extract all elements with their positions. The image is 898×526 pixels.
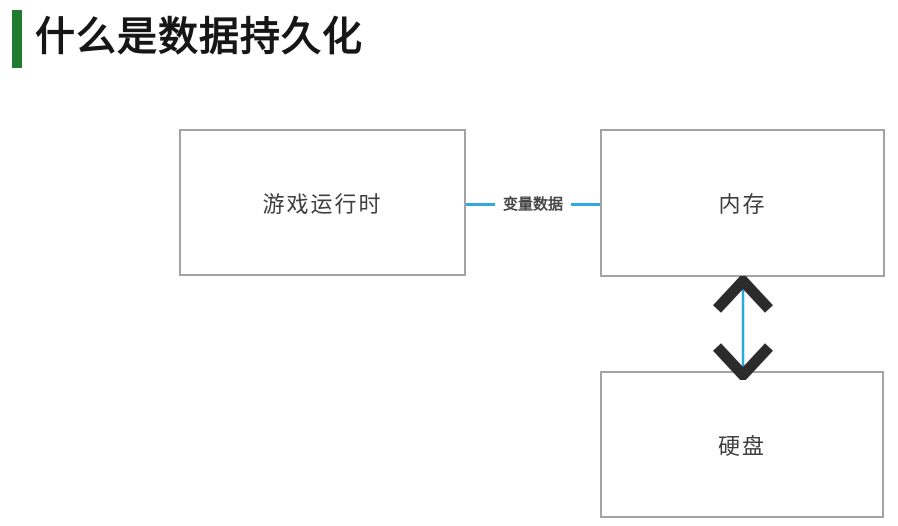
edge-game-to-memory-label: 变量数据 (503, 195, 564, 213)
node-game-runtime-label: 游戏运行时 (262, 191, 383, 217)
node-game-runtime: 游戏运行时 (179, 129, 466, 276)
connector-line-left-segment (466, 202, 495, 206)
connector-line-right-segment (571, 202, 601, 206)
node-hard-disk-label: 硬盘 (717, 433, 766, 459)
title-accent-bar (12, 10, 22, 68)
node-hard-disk: 硬盘 (600, 371, 884, 518)
node-memory-label: 内存 (718, 192, 767, 217)
edge-game-to-memory: 变量数据 (466, 190, 601, 218)
double-arrow-icon (712, 276, 774, 380)
page-title: 什么是数据持久化 (35, 15, 363, 59)
node-memory: 内存 (600, 129, 885, 277)
